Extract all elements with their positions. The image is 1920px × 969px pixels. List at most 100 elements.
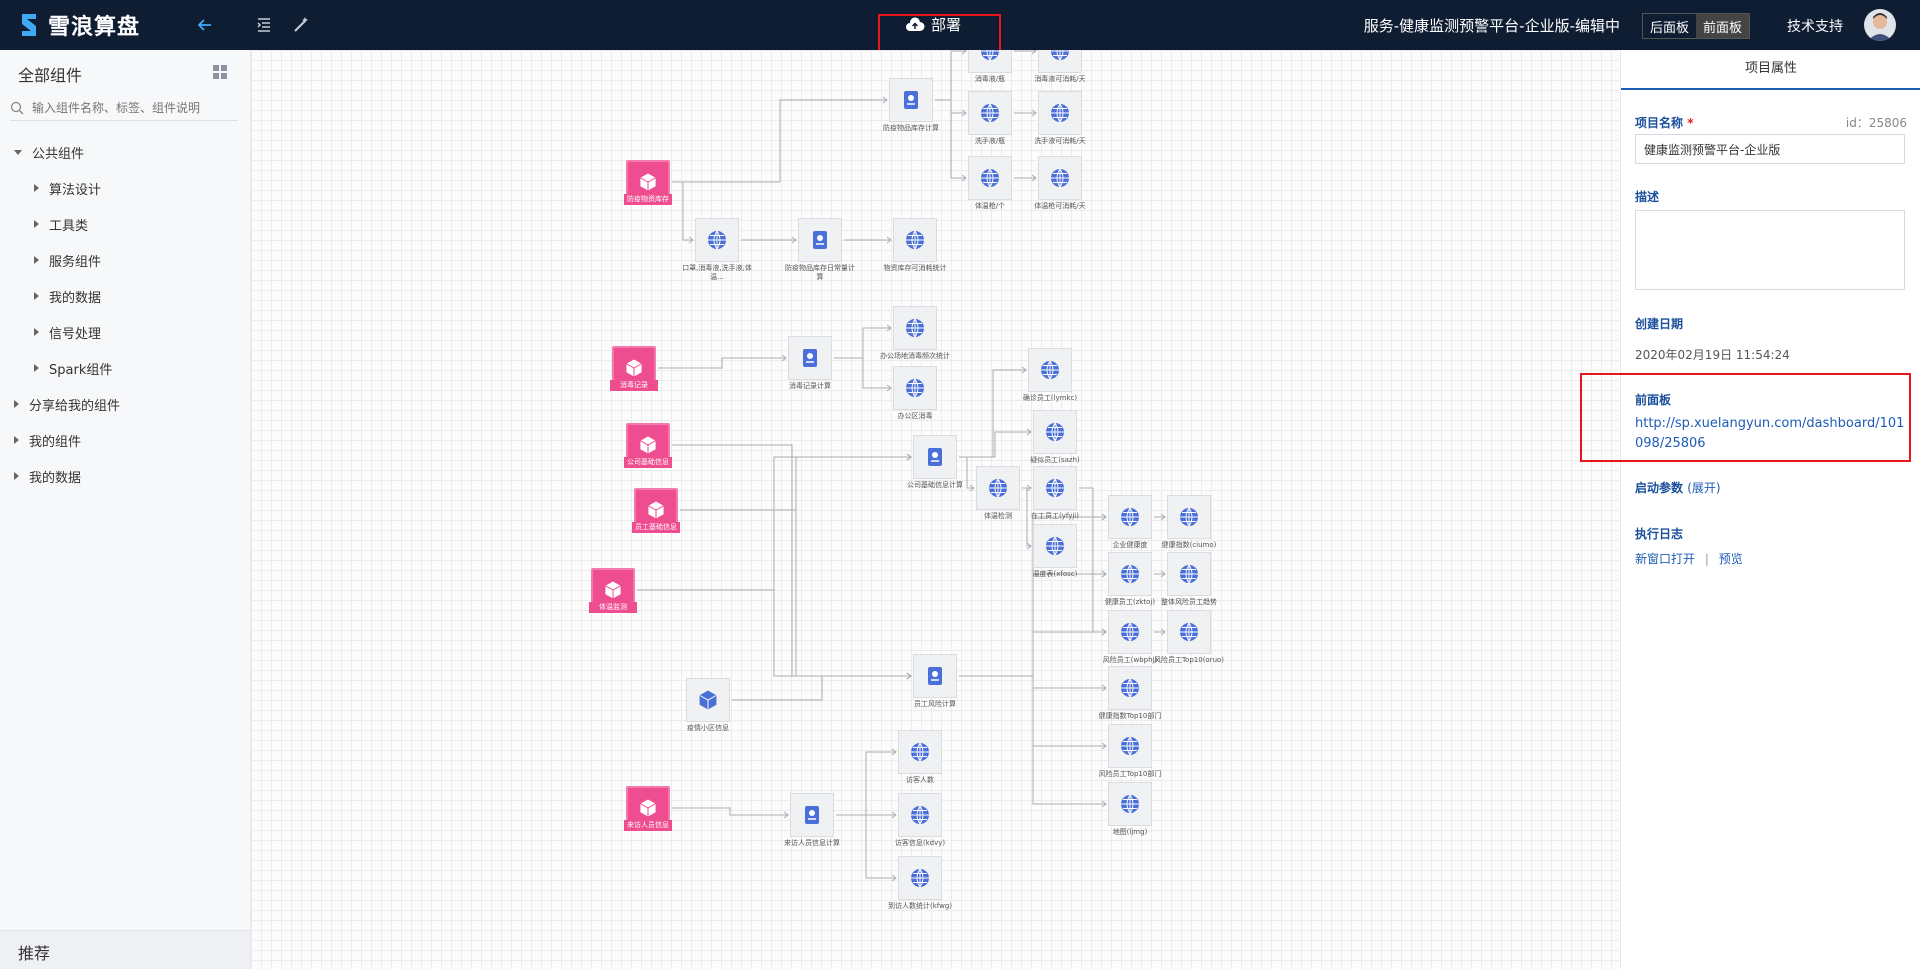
flow-canvas[interactable]: 消毒液/瓶消毒液可消耗/天防疫物品库存计算洗手液/瓶洗手液可消耗/天体温枪/个体… — [251, 50, 1619, 969]
tree-item-label: Spark组件 — [49, 362, 113, 378]
compute-node[interactable] — [913, 435, 957, 479]
cube-icon — [639, 798, 657, 818]
output-node[interactable] — [1038, 50, 1082, 73]
output-node[interactable] — [695, 218, 739, 262]
project-name-input[interactable] — [1635, 134, 1905, 164]
panel-view-toggle: 后面板 前面板 — [1642, 13, 1751, 39]
tree-item-spark[interactable]: Spark组件 — [0, 350, 250, 386]
flow-edge — [935, 99, 966, 179]
compute-node[interactable] — [798, 218, 842, 262]
recommend-panel[interactable]: 推荐 — [0, 930, 250, 969]
node-label: 防疫物品库存计算 — [883, 124, 939, 132]
output-node[interactable] — [898, 856, 942, 900]
output-node[interactable] — [1038, 156, 1082, 200]
output-node[interactable] — [1167, 552, 1211, 596]
node-label: 确诊员工(lymkc) — [1022, 394, 1078, 402]
globe-icon — [1051, 50, 1069, 61]
cube-icon — [647, 500, 665, 520]
deploy-label: 部署 — [931, 16, 962, 34]
node-label: 洗手液/瓶 — [974, 137, 1006, 145]
output-node[interactable] — [1108, 724, 1152, 768]
node-label: 防疫物资库存 — [624, 194, 672, 205]
output-node[interactable] — [1108, 495, 1152, 539]
globe-icon — [1121, 507, 1139, 527]
edge-arrow — [1021, 366, 1027, 374]
cube-icon — [604, 580, 622, 600]
tree-item-tools[interactable]: 工具类 — [0, 206, 250, 242]
output-node[interactable] — [1033, 524, 1077, 568]
tree-item-my-components[interactable]: 我的组件 — [0, 422, 250, 458]
edge-arrow — [1031, 174, 1037, 182]
caret-right-icon — [34, 292, 39, 300]
output-node[interactable] — [1028, 348, 1072, 392]
tree-item-my-data[interactable]: 我的数据 — [0, 458, 250, 494]
tree-item-shared[interactable]: 分享给我的组件 — [0, 386, 250, 422]
grid-view-icon[interactable] — [212, 64, 228, 80]
output-node[interactable] — [976, 466, 1020, 510]
preview-link[interactable]: 预览 — [1718, 552, 1743, 566]
flow-edge — [959, 431, 1031, 458]
output-node[interactable] — [1167, 610, 1211, 654]
project-name-label: 项目名称 * — [1635, 114, 1693, 131]
output-node[interactable] — [893, 306, 937, 350]
search-input[interactable] — [30, 100, 234, 116]
book-icon — [904, 91, 918, 109]
deploy-button[interactable]: 部署 — [905, 14, 961, 35]
compute-node[interactable] — [889, 78, 933, 122]
front-panel-url-link[interactable]: http://sp.xuelangyun.com/dashboard/10109… — [1635, 416, 1905, 451]
output-node[interactable] — [1108, 552, 1152, 596]
flow-edge — [959, 369, 1026, 458]
output-node[interactable] — [1108, 610, 1152, 654]
back-arrow-icon[interactable] — [194, 14, 216, 36]
tree-item-my-data-sub[interactable]: 我的数据 — [0, 278, 250, 314]
magic-wand-icon[interactable] — [290, 14, 312, 36]
output-node[interactable] — [893, 366, 937, 410]
globe-icon — [981, 168, 999, 188]
output-node[interactable] — [968, 156, 1012, 200]
output-node[interactable] — [1167, 495, 1211, 539]
output-node[interactable] — [898, 730, 942, 774]
open-new-window-link[interactable]: 新窗口打开 — [1635, 552, 1696, 566]
app-logo[interactable]: 雪浪算盘 — [18, 10, 140, 40]
output-node[interactable] — [1033, 466, 1077, 510]
tree-item-algorithm[interactable]: 算法设计 — [0, 170, 250, 206]
output-node[interactable] — [1108, 666, 1152, 710]
compute-node[interactable] — [790, 793, 834, 837]
expand-params-link[interactable]: (展开) — [1687, 481, 1721, 495]
flow-edge — [732, 675, 911, 701]
logo-text: 雪浪算盘 — [48, 15, 141, 40]
output-node[interactable] — [1038, 91, 1082, 135]
book-icon — [928, 667, 942, 685]
output-node[interactable] — [686, 678, 730, 722]
front-panel-tab[interactable]: 前面板 — [1696, 14, 1750, 38]
output-node[interactable] — [968, 91, 1012, 135]
output-node[interactable] — [1033, 410, 1077, 454]
tree-item-signal[interactable]: 信号处理 — [0, 314, 250, 350]
user-avatar[interactable] — [1864, 9, 1896, 41]
output-node[interactable] — [1108, 782, 1152, 826]
outline-list-icon[interactable] — [253, 14, 275, 36]
tree-item-label: 信号处理 — [49, 326, 102, 342]
tree-item-label: 公共组件 — [32, 146, 85, 162]
node-label: 健康指数Top10部门 — [1098, 712, 1162, 720]
node-label: 风险员工Top10(oruo) — [1153, 656, 1225, 664]
output-node[interactable] — [898, 793, 942, 837]
tree-item-label: 我的数据 — [29, 470, 82, 486]
node-label: 办公区消毒 — [897, 412, 933, 420]
description-textarea[interactable] — [1635, 210, 1905, 290]
tech-support-link[interactable]: 技术支持 — [1787, 19, 1843, 35]
tree-item-public[interactable]: 公共组件 — [0, 134, 250, 170]
output-node[interactable] — [893, 218, 937, 262]
output-node[interactable] — [968, 50, 1012, 73]
flow-edge — [637, 589, 911, 677]
caret-right-icon — [14, 400, 19, 408]
edge-arrow — [1026, 542, 1032, 550]
edge-arrow — [891, 874, 897, 882]
tree-item-service[interactable]: 服务组件 — [0, 242, 250, 278]
compute-node[interactable] — [913, 654, 957, 698]
cube-icon — [625, 358, 643, 378]
tab-project-properties[interactable]: 项目属性 — [1621, 50, 1920, 90]
globe-icon — [1121, 794, 1139, 814]
back-panel-tab[interactable]: 后面板 — [1650, 21, 1690, 36]
compute-node[interactable] — [788, 336, 832, 380]
